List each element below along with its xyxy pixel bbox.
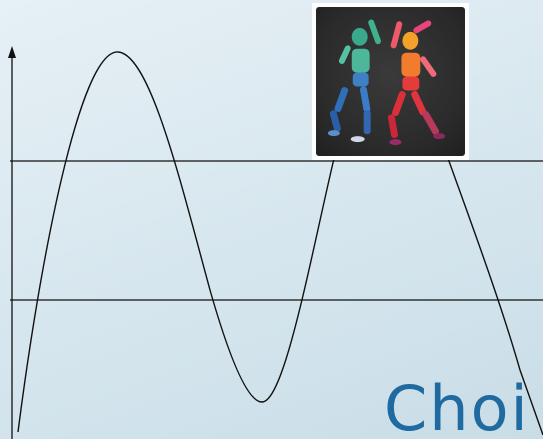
slide-title-fragment: Choi bbox=[384, 372, 530, 439]
left-dancer-figure bbox=[327, 19, 381, 143]
dancing-figures-illustration bbox=[327, 19, 446, 146]
arrow-up-icon bbox=[8, 46, 16, 58]
dancing-figures-image bbox=[316, 7, 465, 156]
right-dancer-figure bbox=[387, 20, 446, 146]
dancing-figures-photo bbox=[312, 3, 469, 160]
wave-curve bbox=[17, 51, 543, 436]
